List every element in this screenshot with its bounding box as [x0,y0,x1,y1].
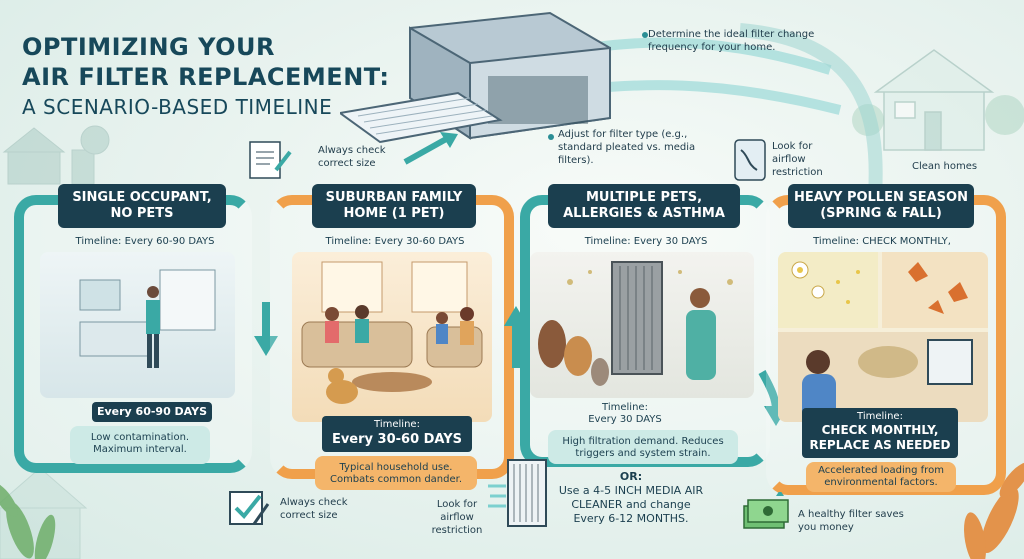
page-title: OPTIMIZING YOUR AIR FILTER REPLACEMENT: … [22,32,422,122]
scenario-3-timeline: Timeline: Every 30 DAYS [584,236,708,247]
scenario-3-header: MULTIPLE PETS, ALLERGIES & ASTHMA [548,184,740,228]
callout-always-check-top: Always check correct size [318,145,386,169]
callout-clean-homes: Clean homes [912,161,978,172]
scenario-2-illustration [292,252,492,422]
scenario-3-badge: Every 30 DAYS [588,414,662,425]
title-line-1: OPTIMIZING YOUR [22,33,275,61]
scenario-4-header: HEAVY POLLEN SEASON (SPRING & FALL) [788,184,974,228]
scenario-3-badge-label: Timeline: [602,402,648,413]
scenario-4-illustration [778,252,988,422]
callout-always-check-bottom: Always check correct size [280,497,348,521]
scenario-4-description: Accelerated loading from environmental f… [806,462,956,492]
callout-determine: Determine the ideal filter change freque… [648,29,815,53]
scenario-4-badge-box: Timeline: CHECK MONTHLY, REPLACE AS NEED… [802,408,958,458]
scenario-1-badge: Every 60-90 DAYS [92,402,212,422]
hvac-unit-illustration [340,11,611,144]
callout-dot [642,32,648,38]
checklist-document-icon [249,141,292,179]
callout-adjust: Adjust for filter type (e.g., standard p… [558,129,696,166]
scenario-4-badge: CHECK MONTHLY, REPLACE AS NEEDED [809,423,951,452]
scenario-3-illustration [530,252,754,398]
money-icon [743,492,789,529]
scenario-1-description: Low contamination. Maximum interval. [70,426,210,464]
title-line-2: AIR FILTER REPLACEMENT: [22,63,390,91]
scenario-3-description: High filtration demand. Reduces triggers… [548,430,738,464]
media-note: OR: Use a 4-5 INCH MEDIA AIR CLEANER and… [556,470,706,526]
scenario-2-description: Typical household use. Combats common da… [315,456,477,490]
callout-healthy-filter: A healthy filter saves you money [798,509,904,533]
media-filter-icon [488,459,547,527]
title-line-3: A SCENARIO-BASED TIMELINE [22,95,333,119]
scenario-2-badge-box: Timeline: Every 30-60 DAYS [322,416,472,452]
media-note-or: OR: [619,470,643,483]
callout-look-for-bottom: Look for airflow restriction [431,499,483,536]
airflow-icon [734,139,766,181]
callout-dot [548,134,554,140]
scenario-2-badge: Every 30-60 DAYS [331,432,463,447]
scenario-2-timeline: Timeline: Every 30-60 DAYS [325,236,465,247]
callout-look-for-top: Look for airflow restriction [772,141,823,178]
scenario-3-badge-box: Timeline: Every 30 DAYS [580,402,670,426]
arrow-up-icon [403,132,458,165]
scenario-1-illustration [40,252,235,398]
scenario-2-badge-label: Timeline: [374,419,420,430]
scenario-1-header: SINGLE OCCUPANT, NO PETS [58,184,226,228]
scenario-4-badge-label: Timeline: [857,411,903,422]
scenario-1-timeline: Timeline: Every 60-90 DAYS [75,236,215,247]
scenario-4-timeline: Timeline: CHECK MONTHLY, [813,236,951,247]
scenario-2-header: SUBURBAN FAMILY HOME (1 PET) [312,184,476,228]
checkbox-pencil-icon [229,491,270,525]
arrow-down-icon [254,302,278,356]
media-note-text: Use a 4-5 INCH MEDIA AIR CLEANER and cha… [558,484,704,525]
